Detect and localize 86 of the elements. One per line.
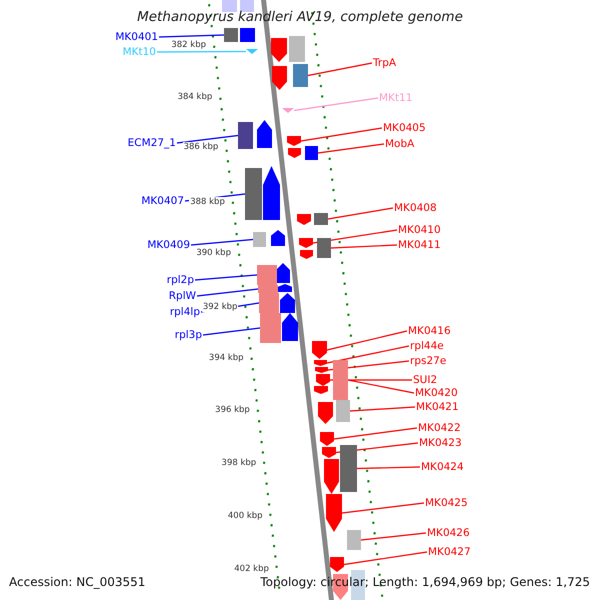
gene-label: MK0409	[147, 239, 190, 251]
leader-line	[348, 379, 414, 394]
leader-line	[194, 274, 258, 281]
gene-block	[347, 530, 361, 550]
leader-line	[350, 406, 416, 412]
leader-line	[318, 143, 384, 154]
scale-label: 386 kbp	[182, 142, 220, 152]
scale-label: 390 kbp	[195, 248, 232, 258]
scale-label: 398 kbp	[220, 458, 258, 468]
leader-line	[196, 288, 258, 297]
gene-block	[224, 28, 238, 42]
leader-line	[326, 330, 408, 351]
gene-label: MK0416	[408, 325, 451, 337]
gene-triangle	[246, 49, 258, 54]
gene-label: MK0421	[416, 401, 459, 413]
title: Methanopyrus kandleri AV19, complete genome	[136, 9, 464, 25]
gene-label: MK0401	[115, 31, 158, 43]
gene-block	[258, 285, 278, 293]
gene-label: RplW	[168, 290, 196, 302]
leader-line	[300, 127, 382, 142]
gene-label: SUI2	[413, 374, 438, 386]
gene-label: MK0420	[415, 387, 458, 399]
scale-label: 384 kbp	[176, 92, 214, 102]
gene-label: MK0427	[428, 546, 471, 558]
gene-label: MK0424	[421, 461, 464, 473]
gene-label: rpl44e	[410, 340, 444, 352]
gene-block	[293, 64, 308, 87]
gene-label: rpl3p	[174, 329, 202, 341]
gene-block	[257, 265, 277, 285]
leader-line	[158, 34, 224, 38]
gene-label: MK0422	[418, 422, 461, 434]
gene-triangle	[282, 108, 294, 113]
leader-line	[157, 50, 246, 53]
gene-label: ECM27_1	[128, 137, 176, 149]
gene-label: TrpA	[373, 57, 396, 69]
gene-block	[259, 293, 279, 313]
leader-line	[360, 532, 426, 541]
scale-label: 400 kbp	[226, 511, 264, 521]
gene-label: MK0405	[383, 122, 426, 134]
scale-label: 382 kbp	[170, 40, 207, 50]
gene-block	[245, 168, 262, 220]
scale-label: 396 kbp	[214, 405, 251, 415]
gene-pentagon	[320, 432, 334, 446]
leader-line	[330, 244, 398, 249]
gene-label: MKt11	[379, 92, 412, 104]
gene-block	[260, 313, 281, 343]
scale-label: 392 kbp	[202, 302, 238, 312]
leader-line	[334, 427, 418, 440]
gene-pentagon	[330, 557, 344, 572]
gene-pentagon	[287, 136, 301, 146]
scale-label: 402 kbp	[233, 564, 270, 574]
scale-label: 394 kbp	[208, 353, 245, 363]
gene-label: rps27e	[410, 355, 446, 367]
gene-block	[317, 238, 331, 258]
leader-line	[294, 97, 378, 112]
leader-line	[328, 207, 394, 220]
genome-stats-text: Topology: circular; Length: 1,694,969 bp; Genes: 1,725	[260, 575, 590, 589]
gene-block	[340, 445, 357, 492]
gene-label: MK0408	[394, 202, 437, 214]
gene-label: rpl4lp	[170, 306, 200, 318]
gene-label: MK0423	[419, 437, 462, 449]
leader-line	[356, 466, 420, 470]
gene-block	[314, 213, 328, 225]
accession-text: Accession: NC_003551	[9, 575, 146, 589]
leader-line	[344, 551, 428, 566]
gene-label: MK0425	[425, 497, 468, 509]
gene-block	[336, 400, 350, 422]
gene-label: MK0426	[427, 527, 470, 539]
gene-label: MKt10	[122, 46, 156, 58]
leader-line	[312, 229, 398, 244]
gene-label: MobA	[385, 138, 414, 150]
gene-block	[238, 122, 253, 149]
gene-label: MK0411	[398, 239, 441, 251]
gene-block	[253, 232, 266, 247]
gene-pentagon	[326, 494, 342, 532]
leader-line	[308, 62, 372, 76]
leader-line	[342, 502, 424, 514]
gene-block	[333, 360, 348, 400]
scale-label: 388 kbp	[189, 197, 226, 207]
gene-pentagon	[299, 238, 313, 248]
gene-label: MK0407	[141, 195, 184, 207]
leader-line	[326, 345, 410, 364]
gene-label: rpl2p	[166, 274, 194, 286]
leader-line	[202, 327, 260, 336]
gene-label: MK0410	[398, 224, 441, 236]
gene-block	[305, 146, 318, 160]
